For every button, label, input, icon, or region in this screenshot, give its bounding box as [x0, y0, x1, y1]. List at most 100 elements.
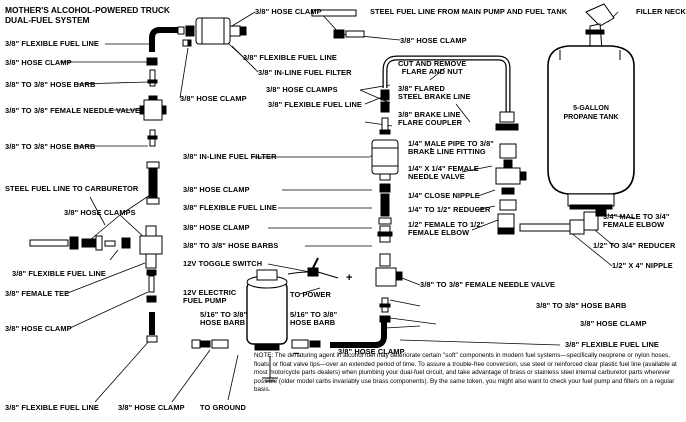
label-barb-516-right-line-1: 5/16" TO 3/8": [290, 310, 338, 319]
label-needle-14-line-1: 1/4" X 1/4" FEMALE: [408, 164, 479, 173]
note-paragraph: NOTE: The denaturing agent in alcohol fu…: [254, 352, 677, 393]
toggle-switch: [307, 267, 319, 277]
label-electric-pump-line-1: 12V ELECTRIC: [183, 288, 237, 297]
label-close-nipple: 1/4" CLOSE NIPPLE: [408, 191, 480, 200]
label-tank-line-1: 5-GALLON: [573, 105, 609, 112]
label-barb-516-left-line-2: HOSE BARB: [200, 318, 246, 327]
label-inline-filter-mid: 3/8" IN-LINE FUEL FILTER: [183, 152, 277, 161]
propane-tank: [547, 45, 635, 195]
label-needle-14-line-2: NEEDLE VALVE: [408, 172, 465, 181]
label-flared-line-2: STEEL BRAKE LINE: [398, 92, 471, 101]
label-barb-516-right: 5/16" TO 3/8" HOSE BARB: [290, 311, 337, 327]
label-to-power: TO POWER: [290, 290, 331, 299]
label-brake-coupler: 3/8" BRAKE LINE FLARE COUPLER: [398, 111, 462, 127]
female-tee: [139, 235, 163, 255]
inline-filter-mid: [371, 139, 399, 175]
label-elbow-12: 1/2" FEMALE TO 1/2" FEMALE ELBOW: [408, 221, 484, 237]
label-hose-clamp-mid-3: 3/8" HOSE CLAMP: [183, 223, 250, 232]
label-elbow-34: 3/4" MALE TO 3/4" FEMALE ELBOW: [603, 213, 669, 229]
plus-sign: +: [346, 272, 353, 284]
title-line-1: MOTHER'S ALCOHOL-POWERED TRUCK: [5, 5, 170, 15]
label-flex-line-mid: 3/8" FLEXIBLE FUEL LINE: [268, 100, 362, 109]
label-hose-barbs-mid: 3/8" TO 3/8" HOSE BARBS: [183, 241, 279, 250]
label-nipple-12x4: 1/2" X 4" NIPPLE: [612, 261, 673, 270]
label-elbow-12-line-2: FEMALE ELBOW: [408, 228, 470, 237]
inline-filter-top: [195, 17, 231, 45]
reducer-14-12: [499, 199, 517, 211]
filler-neck: [585, 3, 615, 27]
label-electric-pump-line-2: FUEL PUMP: [183, 296, 227, 305]
nipple-12x4: [519, 223, 571, 232]
label-male-pipe-line-2: BRAKE LINE FITTING: [408, 147, 486, 156]
title-line-2: DUAL-FUEL SYSTEM: [5, 15, 90, 25]
flex-line-mid: [380, 193, 390, 217]
elbow-34: [583, 211, 599, 231]
hose-clamp-left-1: [146, 57, 158, 66]
label-brake-coupler-line-2: FLARE COUPLER: [398, 118, 463, 127]
label-flared-line-1: 3/8" FLARED: [398, 84, 445, 93]
minus-sign: −: [293, 348, 300, 360]
label-hose-clamp-bottom-mid: 3/8" HOSE CLAMP: [118, 403, 185, 412]
label-flared-brake-line: 3/8" FLARED STEEL BRAKE LINE: [398, 85, 471, 101]
label-flex-line-right: 3/8" FLEXIBLE FUEL LINE: [565, 340, 659, 349]
needle-valve-right-bottom: [375, 267, 397, 287]
label-barb-left-2: 3/8" TO 3/8" HOSE BARB: [5, 142, 96, 151]
label-flex-line-top: 3/8" FLEXIBLE FUEL LINE: [5, 39, 99, 48]
needle-valve-right-top: [495, 167, 521, 185]
diagram-title: MOTHER'S ALCOHOL-POWERED TRUCK DUAL-FUEL…: [5, 5, 170, 25]
label-hose-clamp-right: 3/8" HOSE CLAMP: [580, 319, 647, 328]
label-hose-clamp-mid-2: 3/8" HOSE CLAMP: [183, 185, 250, 194]
label-steel-from-main: STEEL FUEL LINE FROM MAIN PUMP AND FUEL …: [370, 7, 568, 16]
label-barb-516-right-line-2: HOSE BARB: [290, 318, 336, 327]
label-hose-clamps-mid: 3/8" HOSE CLAMPS: [266, 85, 338, 94]
female-elbow-12: [497, 213, 515, 229]
brake-line-fitting: [499, 143, 517, 159]
label-female-tee: 3/8" FEMALE TEE: [5, 289, 70, 298]
label-toggle-switch: 12V TOGGLE SWITCH: [183, 259, 263, 268]
label-to-ground: TO GROUND: [200, 403, 246, 412]
label-hose-clamps-left: 3/8" HOSE CLAMPS: [64, 208, 136, 217]
brake-line-flare-coupler: [499, 111, 515, 123]
label-barb-right: 3/8" TO 3/8" HOSE BARB: [536, 301, 627, 310]
label-tank-line-2: PROPANE TANK: [563, 114, 619, 121]
flexible-fuel-line-top-left: [149, 27, 178, 52]
label-brake-coupler-line-1: 3/8" BRAKE LINE: [398, 110, 461, 119]
label-flex-line-bottom-left: 3/8" FLEXIBLE FUEL LINE: [5, 403, 99, 412]
label-hose-clamp-bottom-left: 3/8" HOSE CLAMP: [5, 324, 72, 333]
label-male-pipe-line-1: 1/4" MALE PIPE TO 3/8": [408, 139, 494, 148]
label-barb-516-left: 5/16" TO 3/8" HOSE BARB: [200, 311, 247, 327]
hose-barb-left-1: [149, 69, 156, 87]
label-cut-remove-line-2: FLARE AND NUT: [401, 67, 463, 76]
label-cut-remove-line-1: CUT AND REMOVE: [398, 59, 467, 68]
label-hose-clamp-top-2: 3/8" HOSE CLAMP: [400, 36, 467, 45]
label-cut-remove: CUT AND REMOVE FLARE AND NUT: [398, 60, 466, 76]
flex-line-left-vertical: [148, 167, 158, 199]
label-propane-tank: 5-GALLON PROPANE TANK: [556, 104, 626, 122]
label-male-pipe: 1/4" MALE PIPE TO 3/8" BRAKE LINE FITTIN…: [408, 140, 494, 156]
label-flex-line-mid-2: 3/8" FLEXIBLE FUEL LINE: [183, 203, 277, 212]
label-flex-line-left: 3/8" FLEXIBLE FUEL LINE: [12, 269, 106, 278]
label-filler-neck: FILLER NECK: [636, 7, 686, 16]
electric-fuel-pump: [246, 281, 288, 345]
label-flex-line-top-2: 3/8" FLEXIBLE FUEL LINE: [243, 53, 337, 62]
label-electric-pump: 12V ELECTRIC FUEL PUMP: [183, 289, 236, 305]
label-elbow-34-line-1: 3/4" MALE TO 3/4": [603, 212, 670, 221]
label-female-needle-right: 3/8" TO 3/8" FEMALE NEEDLE VALVE: [420, 280, 556, 289]
label-hose-clamp-pump: 3/8" HOSE CLAMP: [338, 347, 405, 356]
label-steel-to-carb: STEEL FUEL LINE TO CARBURETOR: [5, 184, 139, 193]
flex-line-bottom-right: [330, 322, 387, 348]
label-hose-clamp-mid-1: 3/8" HOSE CLAMP: [180, 94, 247, 103]
label-barb-left-1: 3/8" TO 3/8" HOSE BARB: [5, 80, 96, 89]
steel-line-from-main: [311, 9, 357, 17]
close-nipple: [501, 187, 515, 195]
label-elbow-12-line-1: 1/2" FEMALE TO 1/2": [408, 220, 485, 229]
steel-line-to-carb: [29, 239, 69, 247]
label-barb-516-left-line-1: 5/16" TO 3/8": [200, 310, 248, 319]
needle-valve-left: [143, 99, 163, 121]
label-reducer-14-12: 1/4" TO 1/2" REDUCER: [408, 205, 491, 214]
label-reducer-12-34: 1/2" TO 3/4" REDUCER: [593, 241, 676, 250]
label-hose-clamp-top: 3/8" HOSE CLAMP: [255, 7, 322, 16]
label-elbow-34-line-2: FEMALE ELBOW: [603, 220, 665, 229]
